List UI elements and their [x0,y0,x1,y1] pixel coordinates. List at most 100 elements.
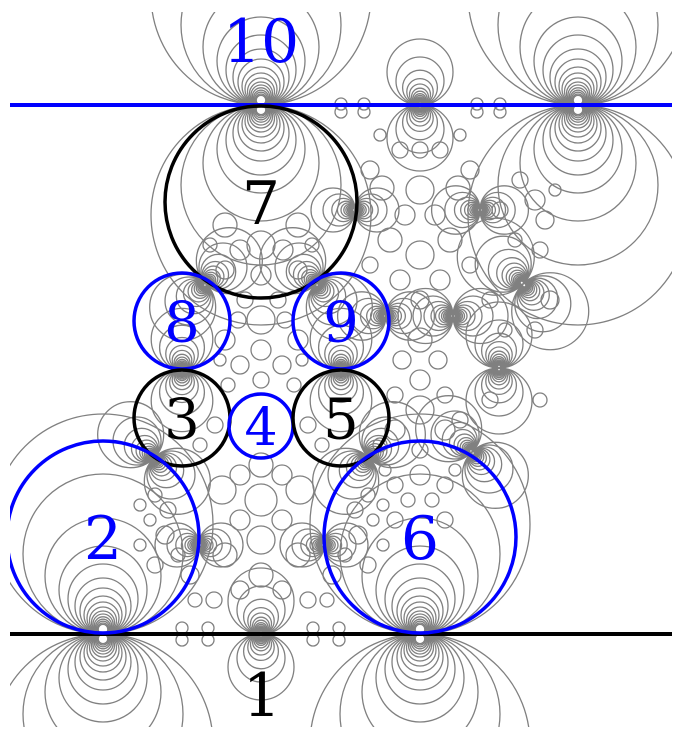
tangency-flower [430,185,530,235]
gray-packing-circles [133,97,562,647]
packing-circle [229,509,251,531]
label-circle-9: 9 [323,291,359,356]
packing-circle [285,212,311,238]
tangent-dot [574,97,582,104]
packing-circle [133,498,147,512]
label-line-10: 10 [223,7,299,77]
packing-circle [386,386,404,404]
tangency-flower [467,12,672,326]
tangency-flower [465,301,533,435]
packing-circle [392,350,412,370]
packing-circle [369,175,395,201]
packing-circle [319,592,335,608]
packing-circle [470,105,484,119]
packing-circle [230,580,250,600]
labeled-circles [10,104,518,635]
packing-circle [497,322,513,338]
packing-circle [276,311,294,329]
packing-circle [436,511,454,529]
packing-circle [230,355,250,375]
packing-circle [246,305,276,335]
label-circle-8: 8 [164,291,200,356]
packing-circle [405,175,435,205]
circle-5 [291,368,391,468]
packing-circle [215,260,235,280]
packing-circle [405,240,435,270]
packing-circle [286,377,302,393]
packing-circle [229,464,251,486]
packing-circle [205,591,223,609]
packing-circle [357,105,371,119]
packing-circle [244,483,278,517]
packing-circle [252,371,270,389]
packing-circle [220,377,236,393]
packing-circle [295,353,309,367]
packing-circle [436,386,454,404]
packing-circle [272,239,294,261]
packing-circle [526,321,544,339]
packing-circle [411,141,429,159]
packing-circle [304,237,320,253]
packing-circle [532,392,548,408]
packing-circle [389,269,411,291]
label-circle-4: 4 [244,398,277,458]
packing-circle [535,210,555,230]
packing-circle [429,269,451,291]
label-circle-3: 3 [164,388,200,453]
tangent-dot [257,97,265,104]
packing-circle [366,513,380,527]
packing-circle [378,463,392,477]
packing-circle [314,437,330,453]
packing-circle [334,105,348,119]
circle-7 [163,104,359,300]
packing-circle [409,464,431,486]
packing-circle [481,291,499,309]
packing-circle [271,464,293,486]
tangency-flower [312,401,426,515]
packing-circle [384,419,406,441]
tangency-flower [309,413,531,727]
packing-circle [248,452,274,478]
packing-circle [147,487,163,503]
packing-circle [391,141,409,159]
tangency-flower [97,401,211,515]
packing-circle [453,128,467,142]
packing-circle [405,395,435,425]
packing-circle [409,369,431,391]
packing-circle [461,256,479,274]
packing-circle [180,565,200,585]
tangent-dot [99,635,107,642]
packing-circle [236,291,254,309]
boundary-lines [10,103,672,636]
packing-circle [133,538,147,552]
tangency-flower [397,287,509,345]
packing-circle [299,416,317,434]
packing-circle [436,476,454,494]
packing-circle [511,171,529,189]
packing-circle [481,391,499,409]
packing-circle [361,256,379,274]
packing-circle [214,329,236,351]
packing-circle [192,437,208,453]
packing-circle [272,355,292,375]
packing-circle [428,350,448,370]
packing-circle [287,329,309,351]
label-line-1: 1 [243,661,281,731]
label-circle-6: 6 [401,504,439,574]
tangency-flower [456,217,590,351]
packing-circle [271,509,293,531]
packing-circle [229,311,247,329]
packing-circle [187,592,203,608]
packing-circle [507,232,523,248]
circle-6 [322,439,518,635]
packing-circle [143,513,157,527]
packing-circle [207,475,237,505]
tangent-dot [416,635,424,642]
packing-circle [248,562,274,588]
tangency-flower [415,395,529,509]
packing-circle [246,230,276,260]
packing-circle [202,237,218,253]
packing-circle [299,591,317,609]
